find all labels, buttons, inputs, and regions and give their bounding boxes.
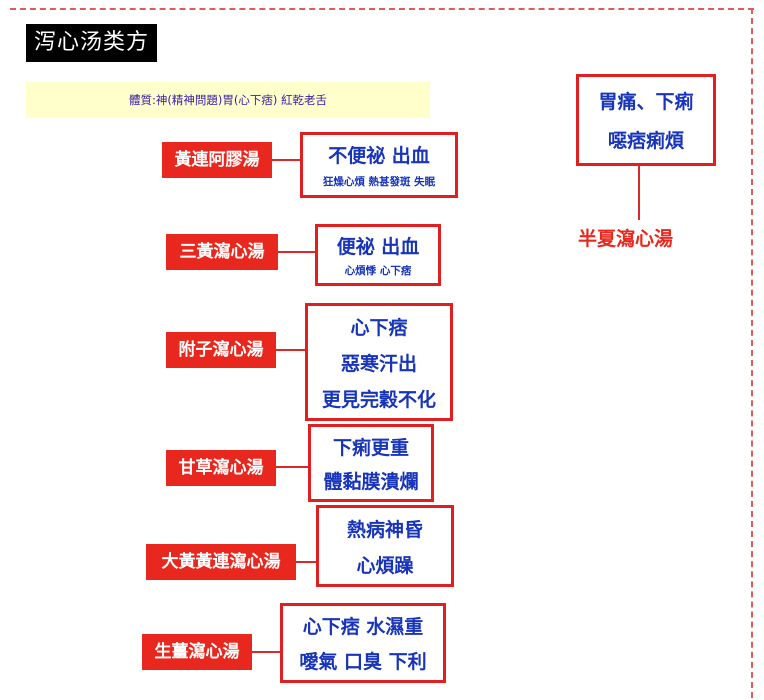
symptom-line: 心下痞 水濕重 — [302, 616, 424, 638]
connector-line — [638, 166, 640, 220]
symptom-line: 噁痞痢煩 — [607, 130, 684, 152]
symptom-line: 不便祕 出血 — [328, 145, 430, 167]
symptom-box: 不便祕 出血 狂燥心煩 熱甚發斑 失眠 — [300, 132, 458, 198]
connector-line — [296, 561, 316, 563]
symptom-box: 心下痞 水濕重 噯氣 口臭 下利 — [280, 603, 446, 683]
formula-label: 黃連阿膠湯 — [162, 142, 272, 178]
formula-label: 生薑瀉心湯 — [142, 634, 252, 670]
symptom-line: 心煩躁 — [356, 554, 414, 577]
symptom-line: 下痢更重 — [332, 436, 409, 459]
symptom-box: 熱病神昏 心煩躁 — [316, 505, 454, 587]
symptom-line: 熱病神昏 — [346, 518, 423, 541]
symptom-box: 心下痞 惡寒汗出 更見完穀不化 — [305, 303, 453, 421]
symptom-box: 下痢更重 體黏膜潰爛 — [308, 424, 434, 502]
symptom-line: 更見完穀不化 — [321, 388, 436, 411]
symptom-notes: 狂燥心煩 熱甚發斑 失眠 — [322, 176, 436, 188]
symptom-line: 胃痛、下痢 — [598, 91, 694, 113]
symptom-line: 體黏膜潰爛 — [323, 470, 419, 493]
symptom-box: 便祕 出血 心煩悸 心下痞 — [315, 224, 441, 286]
formula-label: 三黃瀉心湯 — [166, 234, 278, 270]
symptom-line: 心下痞 — [350, 316, 408, 339]
formula-label: 半夏瀉心湯 — [578, 228, 674, 250]
connector-line — [276, 349, 305, 351]
symptom-line: 噯氣 口臭 下利 — [299, 651, 427, 673]
formula-label: 大黃黃連瀉心湯 — [146, 544, 296, 580]
connector-line — [278, 251, 315, 253]
symptom-notes: 心煩悸 心下痞 — [344, 265, 412, 277]
formula-label: 甘草瀉心湯 — [166, 450, 276, 486]
symptom-line: 便祕 出血 — [336, 236, 420, 258]
symptom-line: 惡寒汗出 — [340, 352, 417, 375]
page-title: 泻心汤类方 — [26, 24, 158, 62]
constitution-note: 體質:神(精神問題)胃(心下痞) 紅乾老舌 — [26, 82, 430, 118]
formula-label: 附子瀉心湯 — [166, 332, 276, 368]
connector-line — [272, 159, 300, 161]
right-dashed-border — [751, 8, 753, 698]
top-dashed-border — [10, 8, 754, 10]
connector-line — [276, 466, 308, 468]
symptom-box: 胃痛、下痢 噁痞痢煩 — [576, 74, 716, 166]
connector-line — [252, 651, 280, 653]
